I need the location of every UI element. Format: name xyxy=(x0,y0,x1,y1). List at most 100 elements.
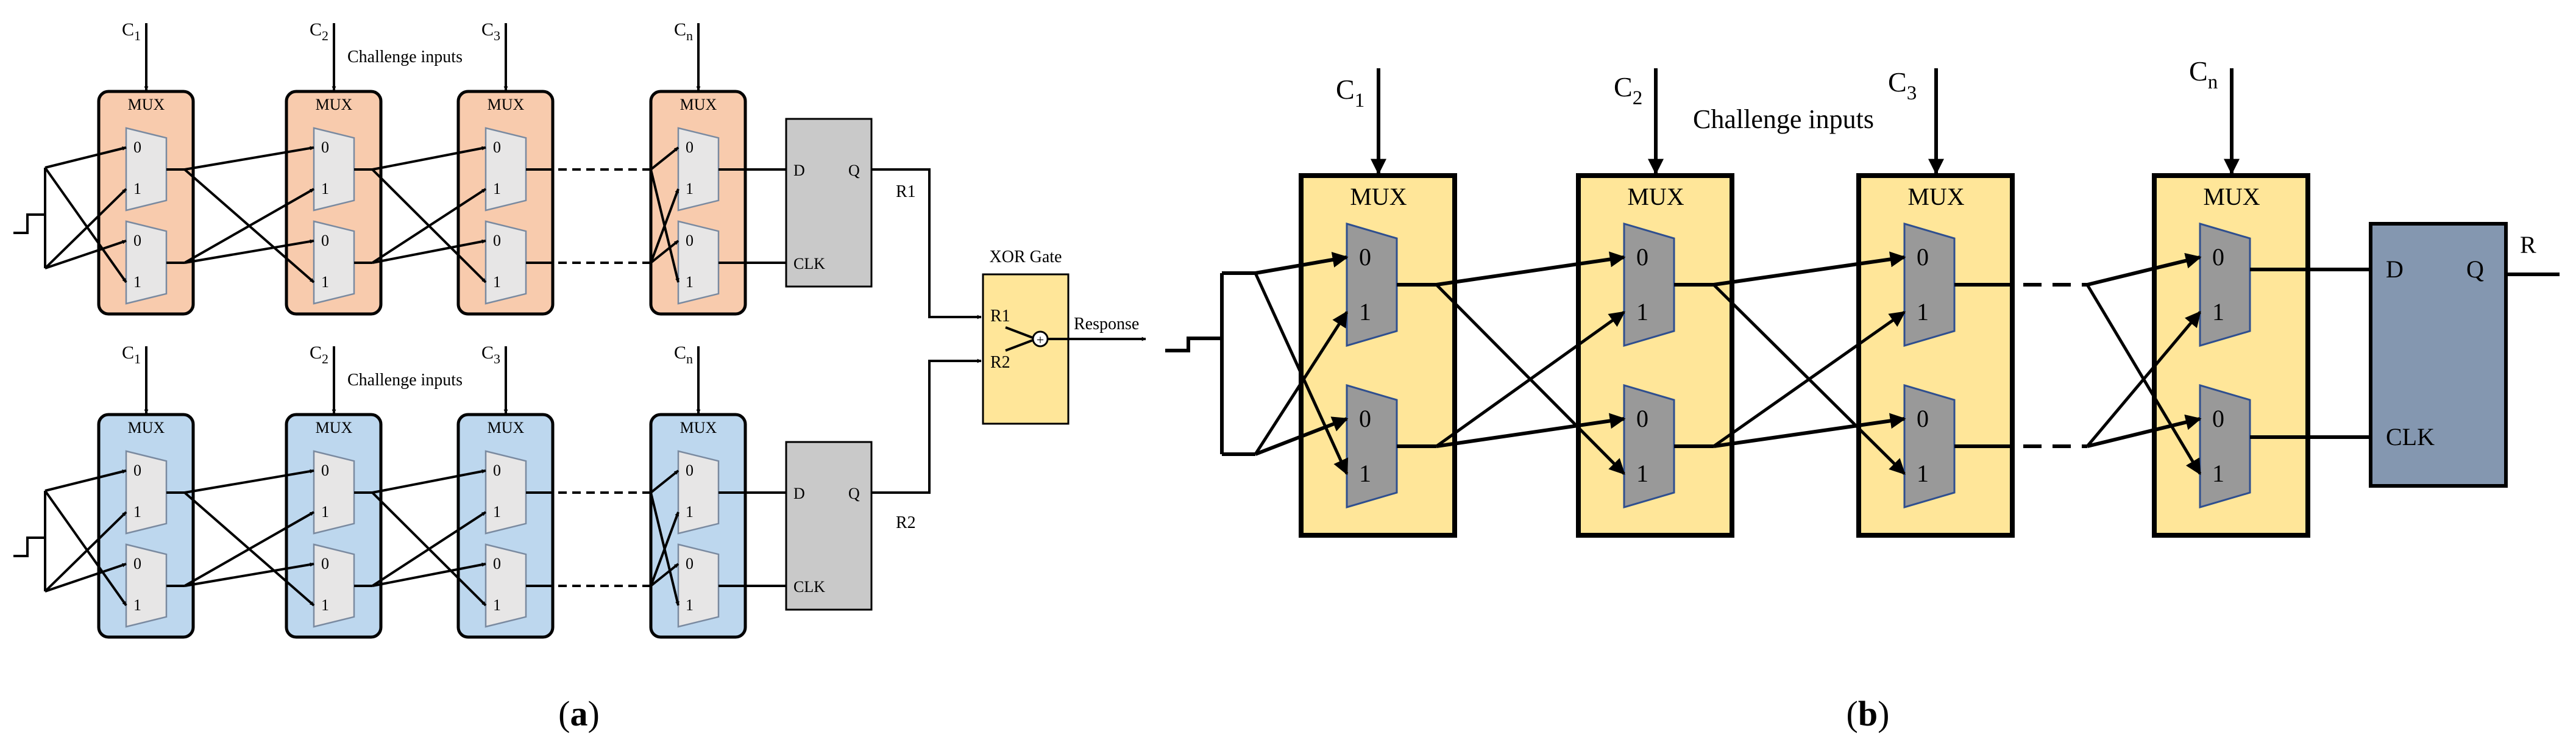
mux-input-0: 0 xyxy=(133,138,141,156)
mux-bottom xyxy=(1903,383,1956,509)
wire xyxy=(44,490,127,607)
mux-label: MUX xyxy=(488,96,525,113)
ff-clk-label: CLK xyxy=(793,578,825,596)
mux-bottom xyxy=(484,543,527,628)
mux-input-0: 0 xyxy=(493,555,501,572)
mux-top xyxy=(313,450,355,535)
mux-input-0: 0 xyxy=(2212,405,2224,432)
mux-input-0: 0 xyxy=(1636,405,1648,432)
mux-top xyxy=(1903,222,1956,348)
xor-wire xyxy=(1005,338,1037,352)
wire xyxy=(650,188,679,263)
mux-input-0: 0 xyxy=(1917,405,1929,432)
wire xyxy=(1712,310,1906,448)
ff-q-label: Q xyxy=(848,485,860,502)
mux-input-1: 1 xyxy=(1359,460,1371,487)
mux-label: MUX xyxy=(316,96,353,113)
ff-d-label: D xyxy=(2386,255,2404,283)
mux-input-1: 1 xyxy=(2212,460,2224,487)
challenge-label: C3 xyxy=(1888,66,1917,104)
wire xyxy=(44,188,127,269)
mux-top xyxy=(125,450,168,535)
mux-top xyxy=(677,127,720,212)
ff-q-label: Q xyxy=(848,162,860,179)
mux-input-1: 1 xyxy=(493,503,501,521)
wire xyxy=(184,562,314,587)
ff-clk-label: CLK xyxy=(793,255,825,273)
wire xyxy=(372,146,486,171)
mux-input-0: 0 xyxy=(2212,243,2224,271)
mux-input-0: 0 xyxy=(686,462,694,479)
wire xyxy=(44,563,127,593)
mux-label: MUX xyxy=(316,419,353,437)
mux-input-0: 0 xyxy=(686,232,694,249)
xor-input-r1: R1 xyxy=(990,307,1010,326)
wire xyxy=(184,469,314,494)
mux-input-1: 1 xyxy=(686,503,694,521)
mux-label: MUX xyxy=(128,96,165,113)
mux-input-0: 0 xyxy=(133,232,141,249)
wire xyxy=(184,188,314,264)
mux-bottom xyxy=(313,220,355,305)
wire xyxy=(371,511,487,587)
wire xyxy=(1436,413,1626,448)
wire xyxy=(1254,272,1349,476)
mux-input-1: 1 xyxy=(686,180,694,198)
mux-input-1: 1 xyxy=(1636,460,1648,487)
response-output-label: Response xyxy=(1074,315,1139,333)
wire xyxy=(44,469,127,492)
mux-input-1: 1 xyxy=(321,503,329,521)
response-label: R1 xyxy=(896,182,916,201)
mux-input-1: 1 xyxy=(493,596,501,614)
mux-bottom xyxy=(1623,383,1675,509)
response-wire xyxy=(871,168,982,319)
wire xyxy=(184,239,314,264)
wire xyxy=(184,146,314,171)
mux-input-1: 1 xyxy=(133,273,141,291)
wire xyxy=(1713,251,1906,287)
mux-label: MUX xyxy=(1350,183,1407,210)
wire xyxy=(1255,252,1349,275)
mux-input-0: 0 xyxy=(493,232,501,249)
mux-input-1: 1 xyxy=(686,596,694,614)
mux-input-1: 1 xyxy=(1359,298,1371,326)
mux-top xyxy=(484,127,527,212)
wire xyxy=(2086,311,2201,447)
mux-input-1: 1 xyxy=(133,596,141,614)
panel-a-caption: (a) xyxy=(558,694,600,733)
mux-input-0: 0 xyxy=(1917,243,1929,271)
ff-d-label: D xyxy=(793,485,805,502)
wire xyxy=(44,240,127,269)
mux-input-0: 0 xyxy=(1636,243,1648,271)
xor-gate-title: XOR Gate xyxy=(990,248,1062,266)
input-pulse xyxy=(13,536,45,557)
mux-input-1: 1 xyxy=(686,273,694,291)
mux-input-1: 1 xyxy=(321,180,329,198)
mux-label: MUX xyxy=(680,96,717,113)
wire xyxy=(1713,413,1906,448)
wire xyxy=(372,562,486,587)
challenge-label: C1 xyxy=(122,20,141,43)
mux-top xyxy=(2199,222,2251,348)
input-pulse xyxy=(13,213,45,234)
ff-q-label: Q xyxy=(2466,255,2484,283)
mux-input-0: 0 xyxy=(321,462,329,479)
mux-top xyxy=(1346,222,1398,348)
wire xyxy=(44,511,127,593)
mux-bottom xyxy=(125,543,168,628)
ff-clk-label: CLK xyxy=(2386,423,2435,451)
xor-input-r2: R2 xyxy=(990,353,1010,372)
response-wire xyxy=(871,358,982,494)
challenge-label: C2 xyxy=(1614,71,1642,109)
mux-bottom xyxy=(677,220,720,305)
wire xyxy=(650,469,679,494)
mux-top xyxy=(1623,222,1675,348)
mux-input-0: 0 xyxy=(1359,405,1371,432)
arbiter-flip-flop xyxy=(2369,222,2508,488)
challenge-label: C1 xyxy=(122,343,141,366)
xor-plus: + xyxy=(1037,332,1044,348)
